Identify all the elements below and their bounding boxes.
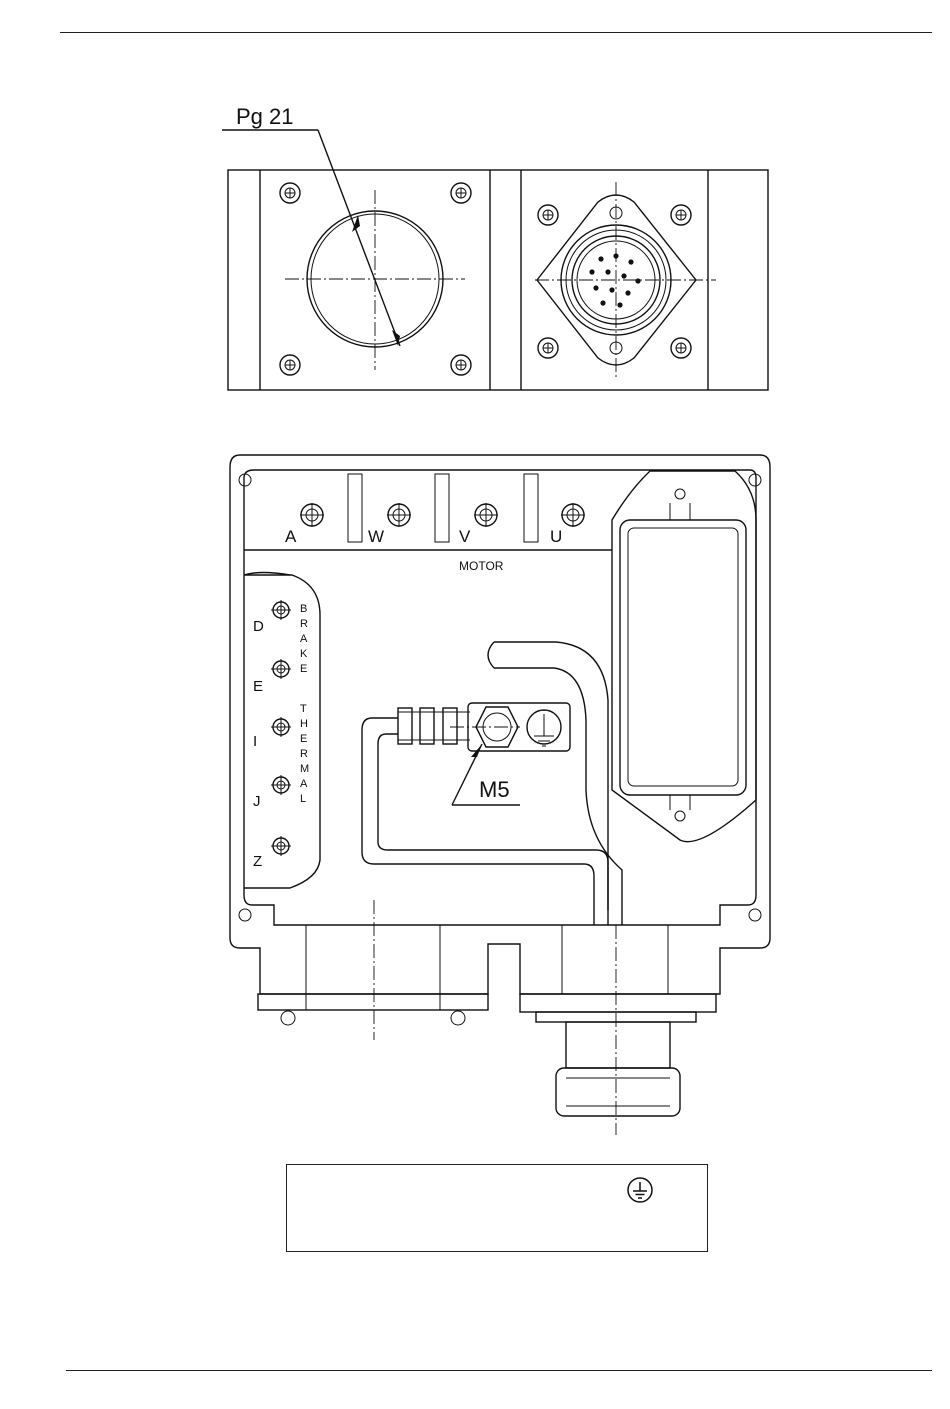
screw-icon: [671, 338, 691, 358]
svg-text:M: M: [300, 763, 309, 775]
svg-text:R: R: [300, 618, 308, 630]
terminal-stud-icon: [387, 503, 411, 527]
screw-icon: [538, 338, 558, 358]
terminal-stud-icon: [271, 717, 291, 737]
svg-text:E: E: [300, 663, 307, 675]
screw-icon: [671, 205, 691, 225]
earth-symbol-icon: [534, 714, 554, 746]
terminal-stud-icon: [474, 503, 498, 527]
connector-flange: [535, 182, 716, 380]
svg-text:T: T: [300, 703, 307, 715]
m5-label: M5: [479, 777, 510, 802]
protective-earth-icon: [625, 1175, 655, 1205]
svg-text:B: B: [300, 603, 307, 615]
svg-text:R: R: [300, 748, 308, 760]
pg21-leader: Pg 21: [222, 104, 400, 346]
m5-leader: M5: [452, 744, 520, 805]
legend-box: [286, 1164, 708, 1252]
screw-icon: [280, 355, 300, 375]
screw-icon: [451, 355, 471, 375]
terminal-stud-icon: [271, 659, 291, 679]
bottom-glands: [258, 900, 716, 1135]
connector-pins: [589, 253, 640, 307]
thermal-label: T H E R M A L: [300, 703, 309, 805]
terminal-label-a: A: [285, 527, 297, 546]
svg-text:A: A: [300, 778, 308, 790]
terminal-stud-icon: [271, 600, 291, 620]
svg-text:H: H: [300, 718, 308, 730]
brake-label: B R A K E: [300, 603, 308, 675]
svg-text:L: L: [300, 793, 306, 805]
terminal-label-i: I: [253, 733, 257, 750]
motor-terminal-studs: [300, 503, 585, 527]
terminal-label-j: J: [253, 793, 261, 810]
earth-conductor: [362, 703, 608, 925]
connector-mount-plate: [612, 471, 756, 842]
terminal-label-e: E: [253, 678, 263, 695]
terminal-box: A W V U MOTOR D E I J Z B R A K E T H E: [230, 455, 770, 1135]
motor-label: MOTOR: [459, 559, 504, 573]
terminal-label-d: D: [253, 618, 264, 635]
terminal-label-u: U: [550, 527, 562, 546]
screw-icon: [451, 183, 471, 203]
side-terminal-studs: [271, 600, 291, 856]
terminal-label-v: V: [459, 527, 471, 546]
terminal-stud-icon: [271, 836, 291, 856]
svg-text:A: A: [300, 633, 308, 645]
svg-text:E: E: [300, 733, 307, 745]
svg-text:K: K: [300, 648, 308, 660]
terminal-label-z: Z: [253, 853, 262, 870]
terminal-stud-icon: [271, 775, 291, 795]
terminal-stud-icon: [561, 503, 585, 527]
terminal-stud-icon: [300, 503, 324, 527]
screw-icon: [280, 183, 300, 203]
pg21-label: Pg 21: [236, 104, 294, 129]
terminal-label-w: W: [368, 527, 384, 546]
top-view: Pg 21: [222, 104, 768, 390]
screw-icon: [538, 205, 558, 225]
